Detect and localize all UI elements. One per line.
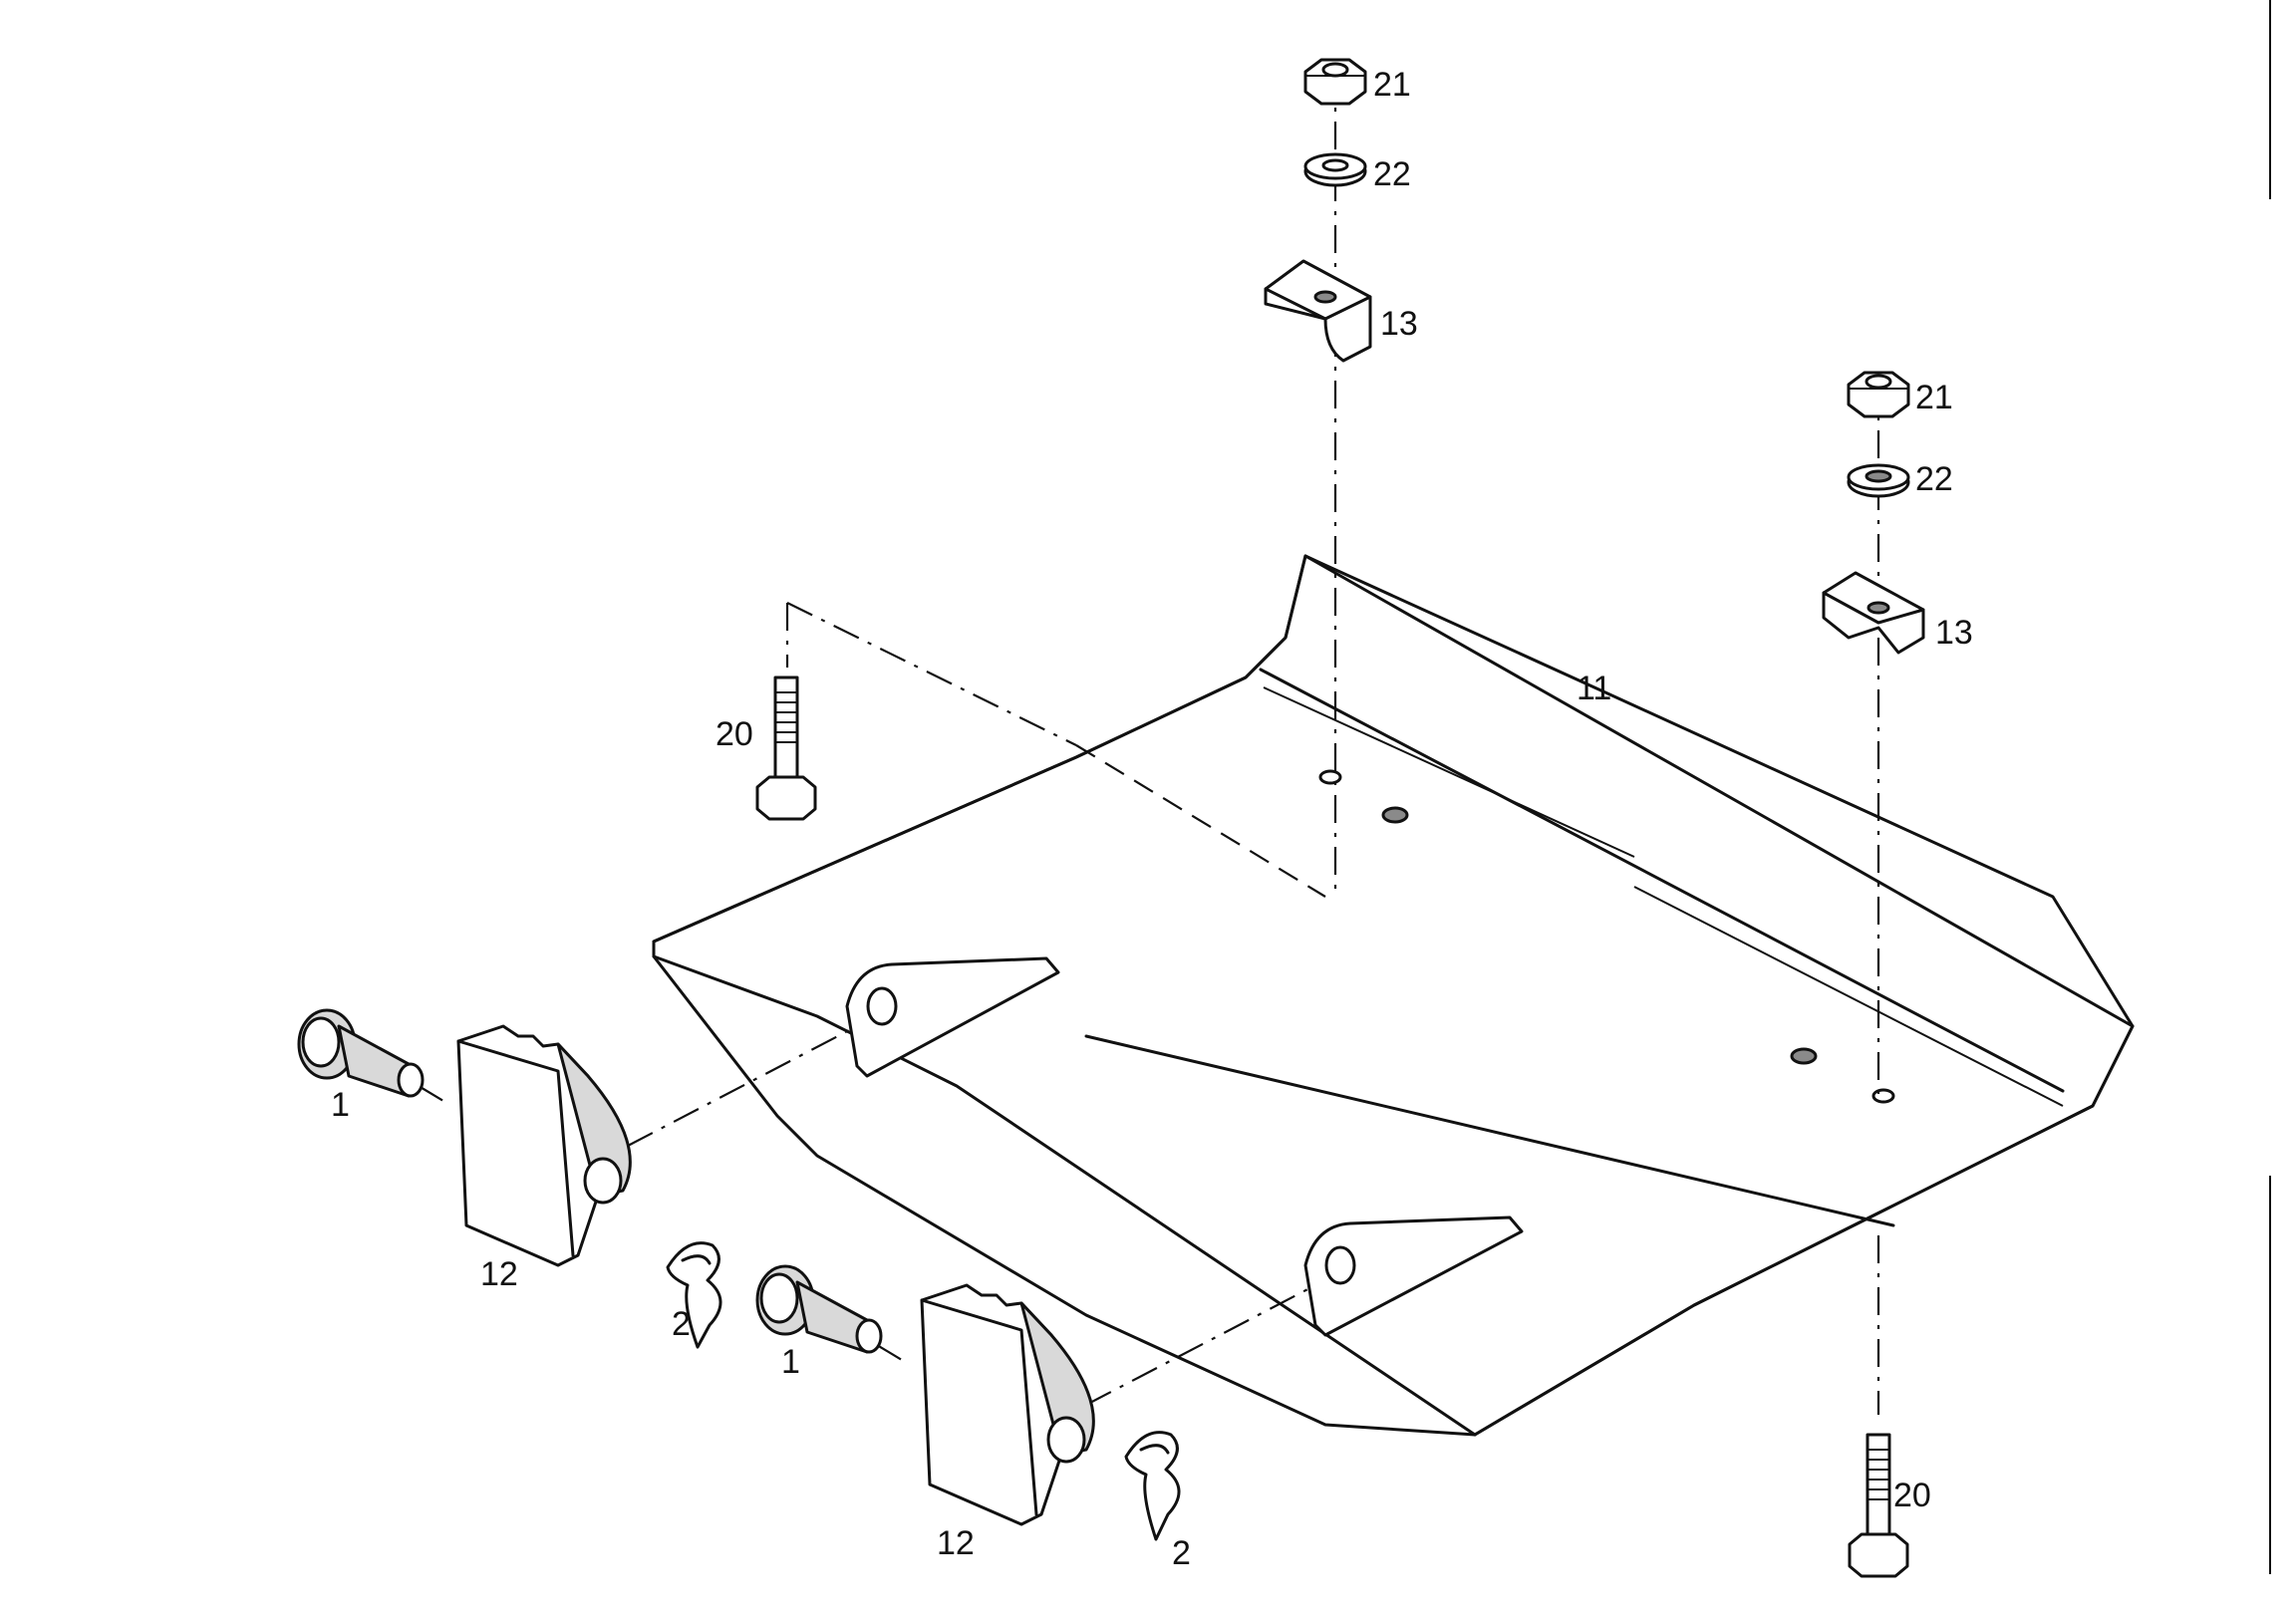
bolt-20-right bbox=[1848, 1433, 1909, 1578]
clip-2-left bbox=[666, 1241, 722, 1349]
pin-1-right bbox=[755, 1264, 883, 1354]
callout-21-right: 21 bbox=[1915, 379, 1953, 416]
callout-22-top: 22 bbox=[1373, 155, 1411, 193]
nut-21-top bbox=[1303, 58, 1367, 106]
callout-1-left: 1 bbox=[331, 1086, 350, 1124]
callout-13-right: 13 bbox=[1935, 614, 1973, 652]
callout-20-left: 20 bbox=[716, 715, 753, 753]
clip-2-right bbox=[1124, 1431, 1181, 1541]
washer-22-right bbox=[1847, 463, 1910, 498]
washer-22-top bbox=[1303, 152, 1367, 187]
plate-part-11 bbox=[652, 554, 2135, 1437]
callout-1-right: 1 bbox=[781, 1343, 800, 1381]
callout-11: 11 bbox=[1577, 670, 1611, 707]
callout-2-right: 2 bbox=[1172, 1534, 1191, 1572]
clamp-13-top bbox=[1264, 259, 1372, 363]
clamp-13-right bbox=[1822, 571, 1925, 655]
assembly-center-lines bbox=[418, 70, 1880, 1415]
block-12-right bbox=[920, 1283, 1095, 1526]
callout-22-right: 22 bbox=[1915, 460, 1953, 498]
callout-2-left: 2 bbox=[672, 1305, 691, 1343]
callout-20-right: 20 bbox=[1893, 1477, 1931, 1514]
callout-12-right: 12 bbox=[937, 1524, 975, 1562]
callout-21-top: 21 bbox=[1373, 66, 1411, 104]
callout-12-left: 12 bbox=[480, 1255, 518, 1293]
nut-21-right bbox=[1847, 371, 1910, 418]
plate-bracket-left bbox=[845, 956, 1060, 1078]
callout-labels: 21 22 13 21 22 13 11 20 20 1 12 2 1 12 2 bbox=[331, 66, 1973, 1572]
callout-13-top: 13 bbox=[1380, 305, 1418, 343]
bolt-20-left bbox=[755, 675, 817, 821]
plate-bracket-right bbox=[1303, 1215, 1524, 1337]
block-12-left bbox=[456, 1024, 632, 1267]
pin-1-left bbox=[297, 1008, 425, 1098]
